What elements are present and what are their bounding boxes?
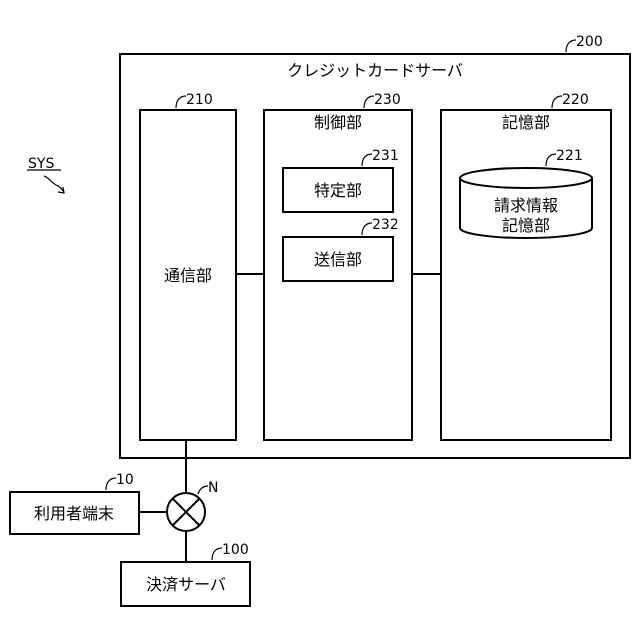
payment-ref-leader xyxy=(212,548,222,560)
send-unit-label: 送信部 xyxy=(314,250,362,269)
billing-info-db-label-line2: 記憶部 xyxy=(502,216,550,235)
terminal-ref-leader xyxy=(106,478,116,490)
identify-unit-label: 特定部 xyxy=(314,181,362,200)
storage-unit-box xyxy=(441,110,611,440)
communication-unit-label: 通信部 xyxy=(164,266,212,285)
server-ref-leader xyxy=(566,40,576,52)
payment-server-label: 決済サーバ xyxy=(146,575,226,594)
identify-ref: 231 xyxy=(372,148,399,164)
network-node-icon xyxy=(167,493,205,531)
comm-ref: 210 xyxy=(186,92,213,108)
server-ref: 200 xyxy=(576,34,603,50)
network-ref: N xyxy=(208,480,218,496)
credit-card-server-title: クレジットカードサーバ xyxy=(287,61,463,80)
system-arrow xyxy=(44,176,64,192)
terminal-ref: 10 xyxy=(116,472,134,488)
control-ref: 230 xyxy=(374,92,401,108)
network-ref-leader xyxy=(198,486,208,494)
billing-db-ref: 221 xyxy=(556,148,583,164)
payment-ref: 100 xyxy=(222,542,249,558)
control-unit-label: 制御部 xyxy=(314,113,362,132)
storage-ref: 220 xyxy=(562,92,589,108)
user-terminal-label: 利用者端末 xyxy=(34,504,114,523)
storage-unit-label: 記憶部 xyxy=(502,113,550,132)
billing-info-db-label-line1: 請求情報 xyxy=(494,196,558,215)
send-ref: 232 xyxy=(372,217,399,233)
